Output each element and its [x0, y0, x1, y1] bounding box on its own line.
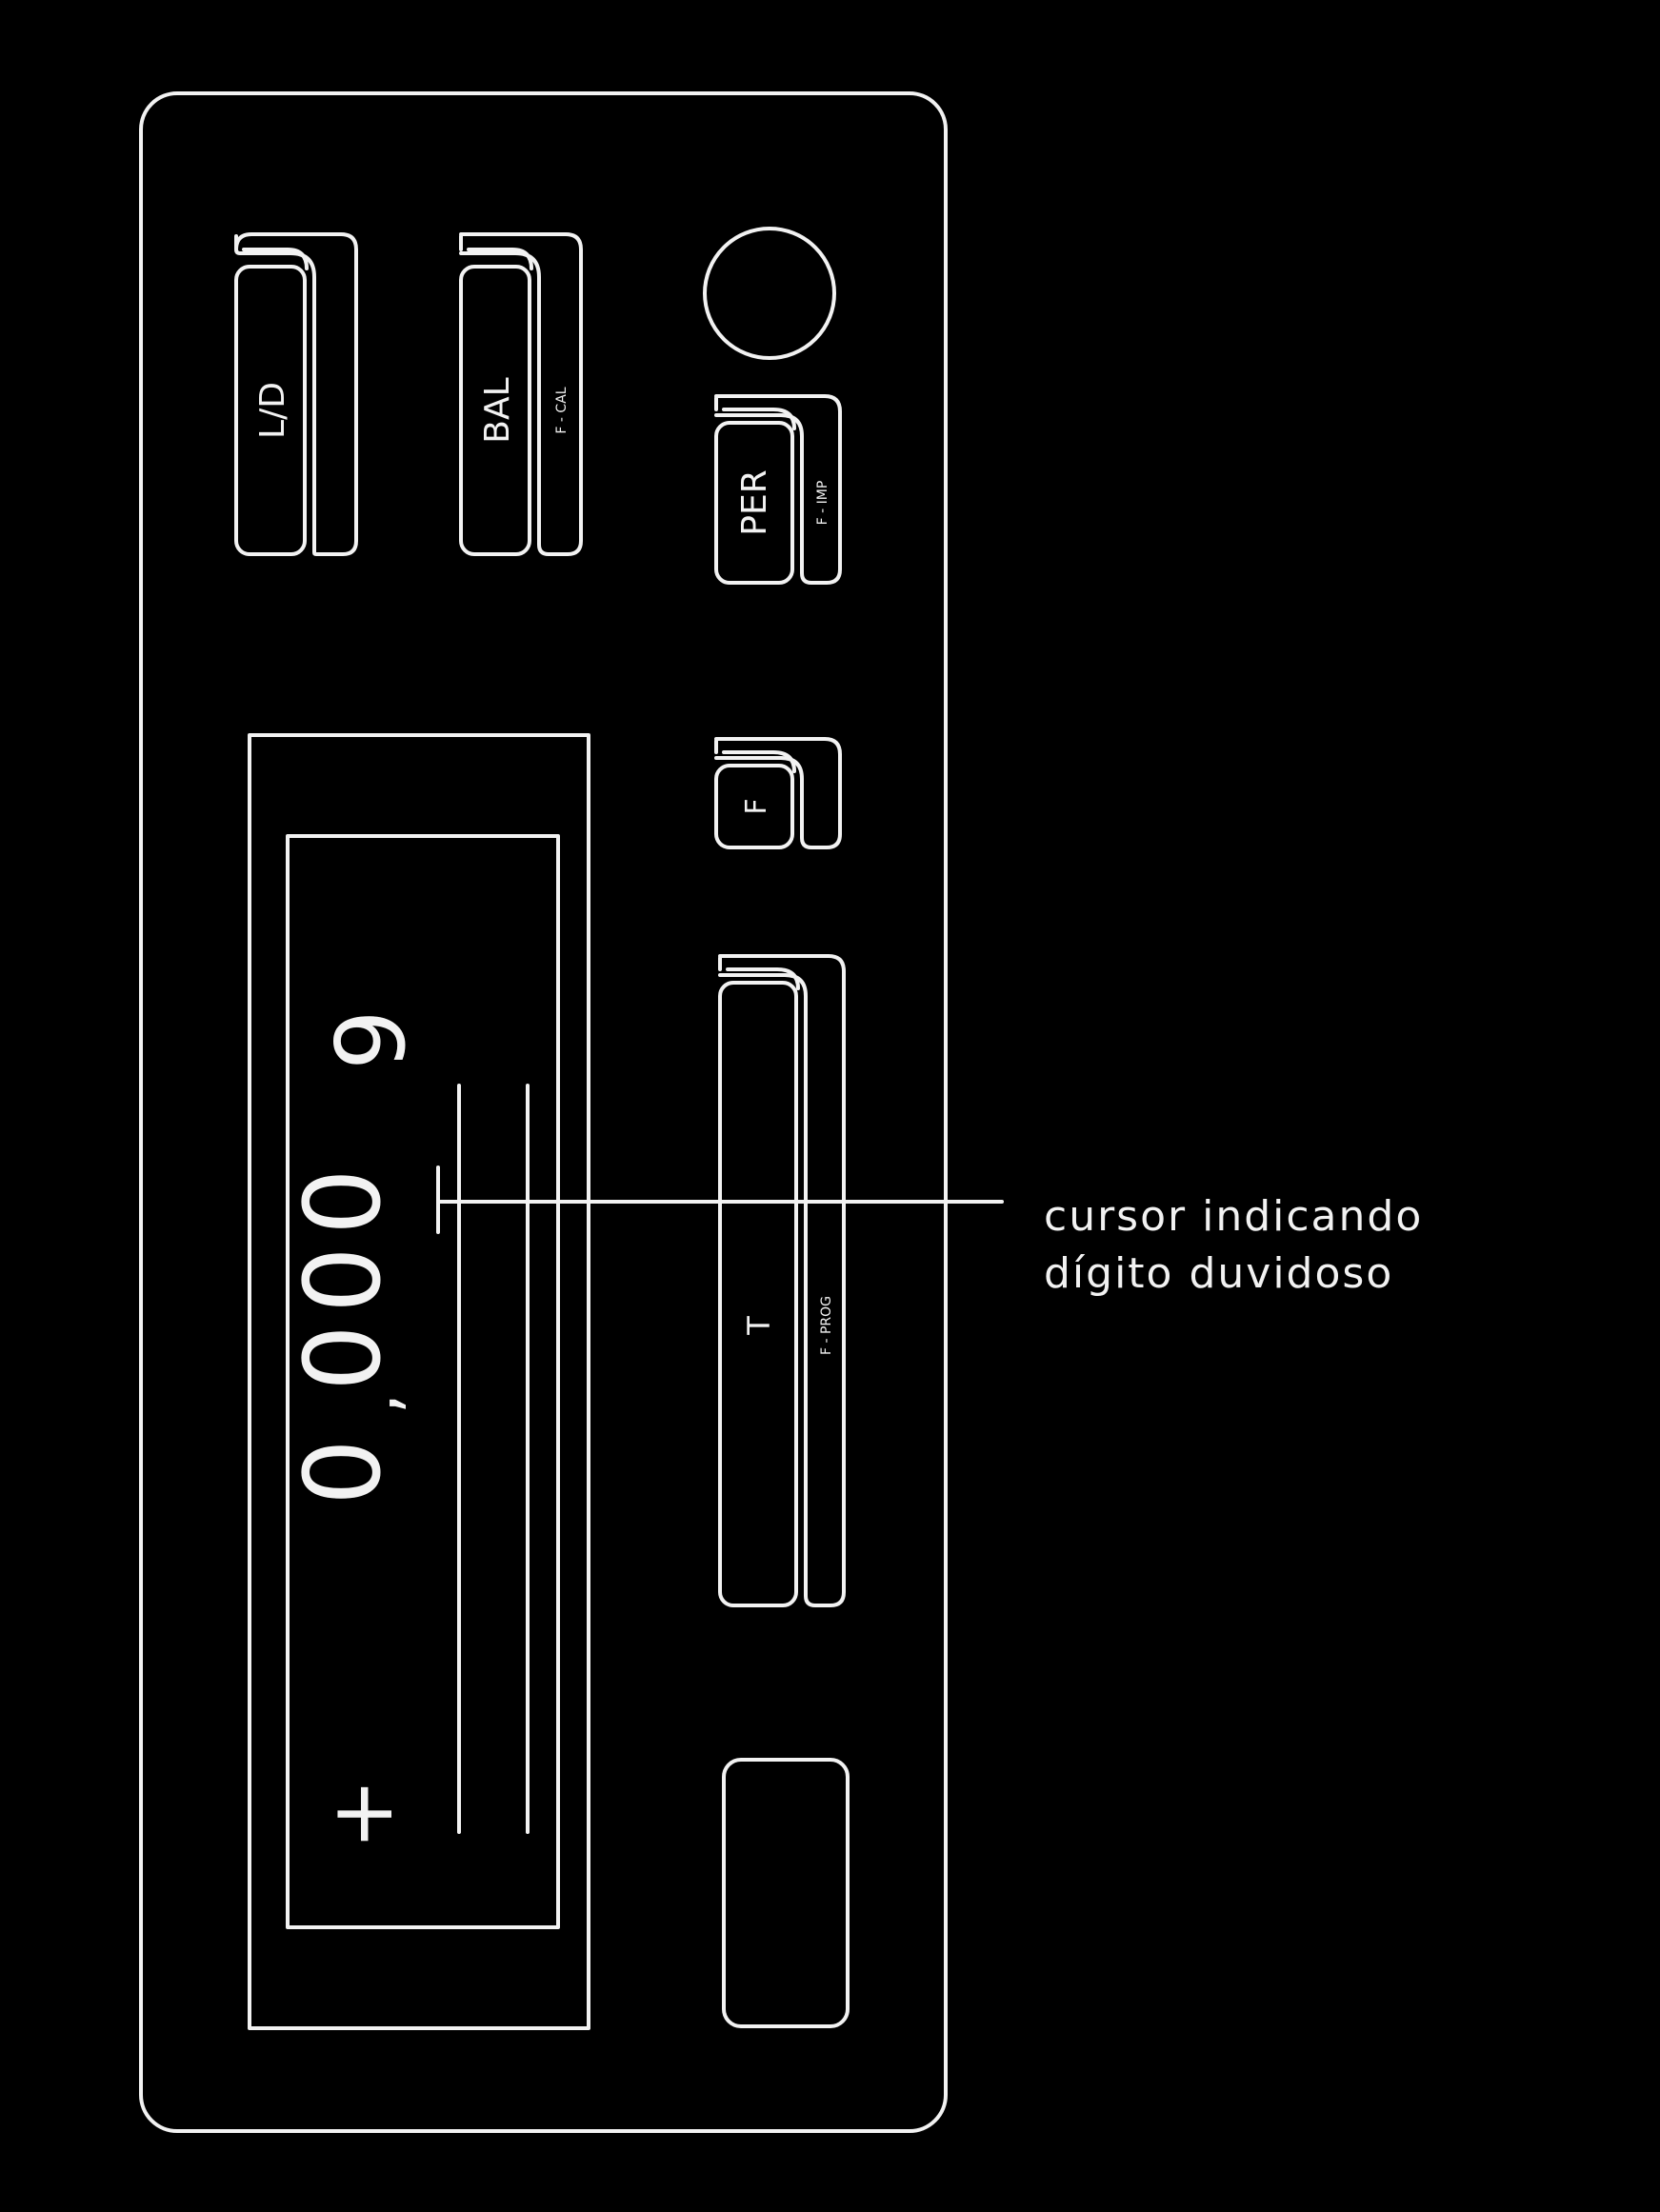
ld-key-shadow-outline	[234, 232, 358, 556]
blank-key[interactable]	[722, 1758, 850, 2028]
t-key-top-lip	[718, 954, 846, 1607]
ld-key-bevel	[242, 248, 309, 270]
bal-key-face	[459, 265, 531, 556]
per-key-top-lip	[714, 394, 842, 585]
t-key-function-label: F - PROG	[819, 1296, 834, 1355]
bal-key-top-lip	[459, 232, 583, 556]
per-key-bevel	[722, 408, 796, 430]
display-unit-digit: 9	[315, 1009, 427, 1070]
panel-frame	[139, 91, 948, 2133]
ld-key[interactable]: L/D	[234, 232, 358, 556]
f-key-top-lip	[714, 737, 842, 849]
bal-key[interactable]: BAL F - CAL	[459, 232, 583, 556]
f-key-label: F	[740, 798, 773, 814]
display-digit: 0	[282, 1246, 404, 1313]
per-key-face	[714, 421, 794, 585]
display-digit: 0	[282, 1439, 404, 1505]
f-key-bevel	[722, 750, 796, 773]
display-sign: +	[312, 1778, 412, 1849]
level-indicator-circle	[703, 227, 836, 360]
bal-key-function-label: F - CAL	[554, 387, 570, 433]
per-key-label: PER	[735, 469, 774, 535]
t-key[interactable]: T F - PROG	[718, 954, 846, 1607]
ld-key-label: L/D	[253, 382, 292, 439]
t-key-face	[718, 981, 798, 1607]
display-digit-doubtful: 0	[282, 1168, 404, 1235]
callout-text-line-1: cursor indicando	[1044, 1192, 1423, 1241]
display-outer-frame	[248, 733, 590, 2030]
t-key-label: T	[741, 1316, 777, 1336]
display-screen	[286, 834, 560, 1929]
bal-key-label: BAL	[478, 377, 517, 443]
callout-text-line-2: dígito duvidoso	[1044, 1249, 1393, 1298]
f-key-face	[714, 764, 794, 849]
display-digit: 0	[282, 1325, 404, 1391]
t-key-bevel	[726, 967, 800, 990]
display-readout: 0 , 0 0 0 9 +	[282, 1009, 427, 1850]
per-key-function-label: F - IMP	[815, 481, 830, 526]
display-decimal-mark: ,	[336, 1393, 414, 1414]
ld-key-face	[234, 265, 307, 556]
bal-key-bevel	[467, 248, 533, 270]
f-key[interactable]: F	[714, 737, 842, 849]
per-key[interactable]: PER F - IMP	[714, 394, 842, 585]
